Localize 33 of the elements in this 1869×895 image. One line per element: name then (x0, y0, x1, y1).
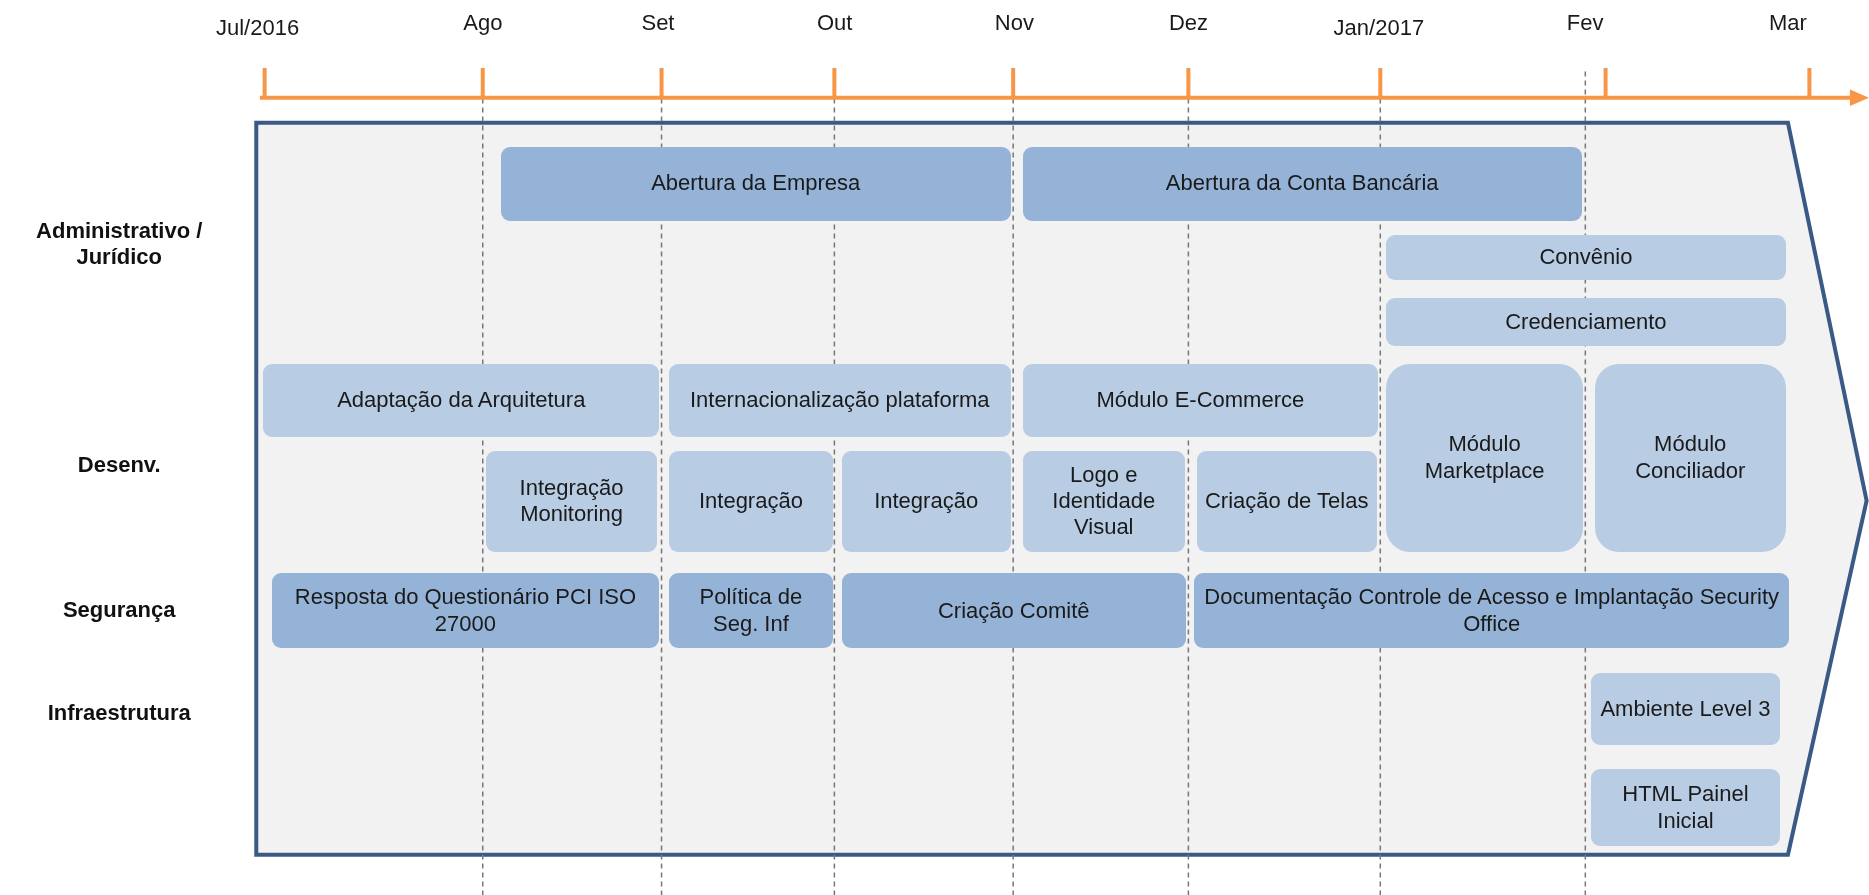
row-label: Administrativo / Jurídico (35, 218, 204, 271)
month-label: Jan/2017 (1333, 14, 1425, 41)
task-bar: Ambiente Level 3 (1591, 673, 1780, 745)
task-bar: HTML Painel Inicial (1591, 768, 1780, 847)
row-label: Segurança (61, 597, 177, 624)
task-bar: Abertura da Conta Bancária (1022, 146, 1582, 221)
month-label: Nov (994, 9, 1034, 36)
month-label: Fev (1566, 9, 1604, 36)
task-bar: Módulo Conciliador (1594, 363, 1786, 552)
row-label: Infraestrutura (46, 699, 192, 726)
task-bar: Internacionalização plataforma (668, 363, 1011, 438)
task-bar: Política de Seg. Inf (668, 573, 834, 649)
row-label: Desenv. (76, 451, 162, 478)
month-label: Mar (1768, 9, 1807, 36)
task-bar: Logo e Identidade Visual (1022, 450, 1185, 552)
task-bar: Abertura da Empresa (500, 146, 1011, 221)
task-bar: Adaptação da Arquitetura (263, 363, 660, 438)
month-label: Out (816, 9, 853, 36)
task-bar: Módulo E-Commerce (1022, 363, 1378, 438)
task-bar: Documentação Controle de Acesso e Implantação Security Office (1194, 573, 1790, 649)
task-bar: Integração (668, 450, 834, 552)
task-bar: Módulo Marketplace (1386, 363, 1583, 552)
month-label: Jul/2016 (215, 14, 300, 41)
task-bar: Credenciamento (1386, 298, 1786, 346)
task-bar: Integração Monitoring (486, 450, 657, 552)
task-bar: Criação de Telas (1196, 450, 1377, 552)
month-label: Set (641, 9, 675, 36)
task-bar: Resposta do Questionário PCI ISO 27000 (271, 573, 660, 649)
month-label: Dez (1168, 9, 1208, 36)
task-bar: Convênio (1386, 234, 1786, 281)
month-label: Ago (463, 9, 503, 36)
task-bar: Integração (841, 450, 1011, 552)
task-bar: Criação Comitê (841, 573, 1186, 649)
